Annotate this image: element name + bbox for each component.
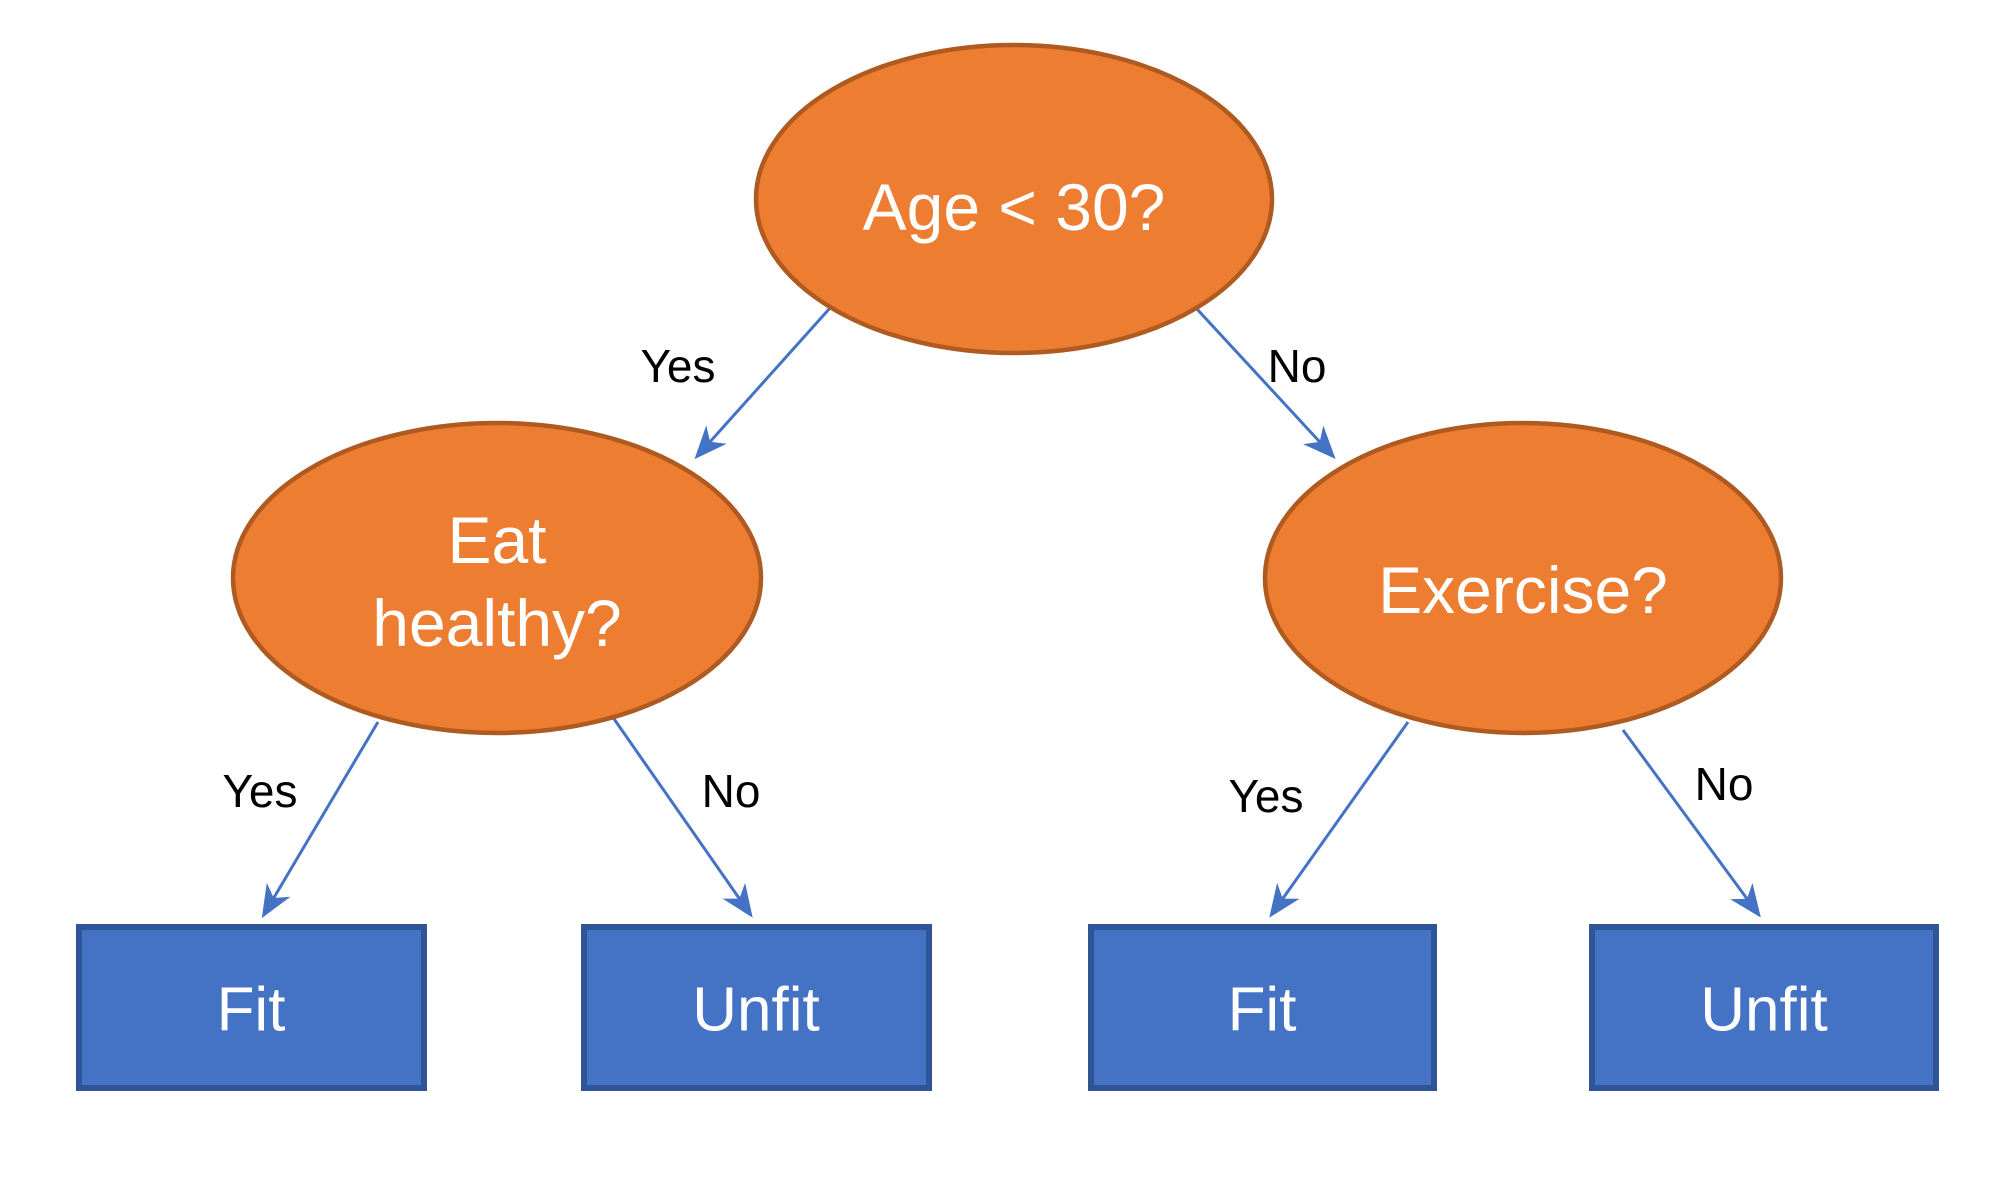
leaf-unfit-right-rect	[1589, 924, 1939, 1091]
leaf-fit-left-rect	[76, 924, 427, 1091]
edge-label-root-yes: Yes	[640, 340, 715, 392]
edge-label-root-no: No	[1268, 340, 1327, 392]
edge-labels: Yes No Yes No Yes No	[222, 340, 1753, 822]
arrow-eat-yes	[261, 721, 380, 919]
edge-label-eat-no: No	[702, 765, 761, 817]
node-eat-healthy-label-line1: Eat	[447, 503, 546, 577]
connectors	[261, 306, 1761, 919]
leaf-unfit-left-label: Unfit	[692, 976, 819, 1045]
node-eat-healthy-label-line2: healthy?	[372, 586, 622, 660]
leaf-unfit-right-label: Unfit	[1700, 976, 1827, 1045]
decision-nodes: Age < 30? Eat healthy? Exercise?	[230, 42, 1784, 736]
edge-label-eat-yes: Yes	[222, 765, 297, 817]
node-root-label: Age < 30?	[863, 170, 1166, 244]
arrow-exercise-no	[1621, 729, 1761, 918]
leaf-fit-right-label: Fit	[1228, 976, 1297, 1045]
edge-label-exercise-no: No	[1695, 758, 1754, 810]
edge-label-exercise-yes: Yes	[1228, 770, 1303, 822]
arrow-exercise-yes	[1269, 721, 1410, 918]
arrow-root-no	[1194, 306, 1336, 460]
leaf-nodes: Fit Unfit Fit Unfit	[76, 924, 1939, 1091]
arrow-root-yes	[694, 306, 832, 460]
leaf-fit-left-label: Fit	[217, 976, 286, 1045]
leaf-fit-right-rect	[1088, 924, 1437, 1091]
arrow-eat-no	[610, 715, 753, 918]
node-eat-healthy-ellipse	[230, 420, 764, 736]
node-root-ellipse	[753, 42, 1275, 356]
leaf-unfit-left-rect	[581, 924, 932, 1091]
node-exercise-label: Exercise?	[1378, 553, 1668, 627]
node-exercise-ellipse	[1262, 420, 1784, 736]
